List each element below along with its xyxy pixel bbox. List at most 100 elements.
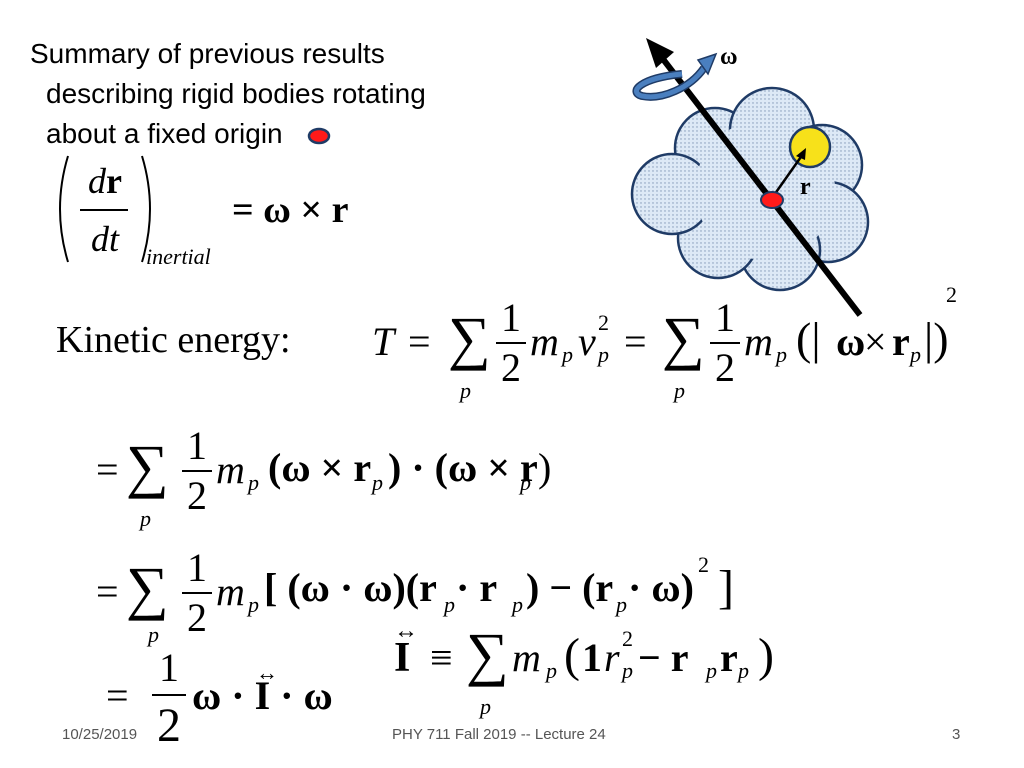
inertia-r-sub: p: [622, 658, 633, 683]
half-2-num: 1: [715, 295, 735, 340]
kinetic-energy-equation: Kinetic energy: T = ∑ p 1 2 m p v 2 p = …: [56, 282, 976, 403]
expansion-line-1: = ∑ p 1 2 m p (ω × r p ) · (ω × r p ): [96, 418, 696, 531]
sum-2: ∑: [662, 305, 705, 371]
sum-2-index: p: [674, 378, 685, 403]
footer-course: PHY 711 Fall 2019 -- Lecture 24: [392, 726, 606, 743]
sum-1: ∑: [448, 305, 491, 371]
inertia-sum-index: p: [480, 694, 491, 719]
inertia-m: m: [512, 635, 541, 680]
line2-half-bar: [182, 470, 212, 472]
footer-date: 10/25/2019: [62, 726, 138, 743]
line3-half-num: 1: [187, 545, 207, 590]
line3-minus: ) − (r: [526, 565, 614, 610]
line2-sub-2: p: [520, 470, 531, 495]
dt-denominator: dt: [90, 219, 119, 259]
line3-open: [ (ω · ω)(r: [264, 565, 437, 610]
line3-mid: · r: [456, 565, 498, 610]
summary-heading: Summary of previous results describing r…: [30, 34, 590, 154]
line2-body: (ω × r: [268, 445, 372, 490]
summary-line-3: about a fixed origin: [30, 114, 590, 154]
d-symbol: d: [88, 161, 106, 201]
inertia-r: r: [604, 635, 620, 680]
line2-dot: ) · (ω × r: [388, 445, 538, 490]
line2-equals: =: [96, 447, 119, 492]
line4-half-num: 1: [159, 645, 179, 690]
line3-close: ]: [718, 561, 734, 614]
r-1-sub: p: [910, 342, 921, 367]
line3-sq: 2: [698, 552, 709, 577]
line4-equals: =: [106, 673, 129, 718]
rotation-arrow-icon: [632, 52, 718, 101]
r-label: r: [800, 174, 811, 200]
omega-1: ω: [836, 319, 866, 364]
line3-sub-2: p: [512, 592, 523, 617]
kinetic-energy-label: Kinetic energy:: [56, 319, 291, 361]
inertia-r1-sub: p: [706, 658, 717, 683]
inertia-m-sub: p: [546, 658, 557, 683]
line2-sum: ∑: [126, 433, 169, 499]
times-1: ×: [864, 319, 887, 364]
line2-sub-1: p: [372, 470, 383, 495]
inertia-tensor-definition: ↔ I ≡ ∑ p m p ( 1 r 2 p − r p r p ): [388, 616, 818, 726]
line2-close: ): [538, 445, 552, 490]
r-vector: r: [106, 161, 122, 201]
v-sub: p: [598, 342, 609, 367]
inertia-sum: ∑: [466, 621, 509, 687]
line3-sum-index: p: [148, 622, 159, 647]
line3-m: m: [216, 569, 245, 614]
line3-equals: =: [96, 569, 119, 614]
half-1-bar: [496, 342, 526, 344]
line2-sum-index: p: [140, 506, 151, 531]
line4-half-bar: [152, 694, 186, 696]
line4-half-den: 2: [157, 699, 181, 752]
sum-1-index: p: [460, 378, 471, 403]
inertia-rr: r: [720, 635, 738, 680]
particle-icon: [788, 125, 832, 169]
m-2: m: [744, 319, 773, 364]
line2-half-num: 1: [187, 423, 207, 468]
line2-half-den: 2: [187, 473, 207, 518]
axis-arrowhead-icon: [646, 38, 674, 68]
line3-sum: ∑: [126, 555, 169, 621]
v-symbol: v: [578, 319, 596, 364]
r-vector-arrow: [770, 153, 805, 199]
half-2-den: 2: [715, 345, 735, 390]
m-2-sub: p: [776, 342, 787, 367]
cloud-body: [630, 86, 870, 292]
inertia-minus: − r: [638, 635, 689, 680]
line3-dotw: · ω): [628, 565, 694, 610]
line4-body: ω · I · ω: [192, 673, 333, 718]
line2-m: m: [216, 447, 245, 492]
omega-label: ω: [720, 44, 738, 70]
origin-dot-icon: [308, 127, 331, 144]
inertia-r2-sub: p: [738, 658, 749, 683]
T-symbol: T: [372, 319, 395, 364]
rotation-axis: [653, 48, 863, 317]
dr-numerator: dr: [80, 160, 130, 202]
line3-sub-1: p: [444, 592, 455, 617]
unit-dyad: 1: [582, 635, 602, 680]
velocity-rhs: = ω × r: [232, 189, 349, 231]
abs-open: (|: [796, 313, 821, 364]
summary-line-3-text: about a fixed origin: [46, 118, 283, 149]
inertia-equiv: ≡: [430, 635, 453, 680]
inertia-close: ): [758, 629, 774, 682]
velocity-parens: [59, 155, 151, 263]
r-1: r: [892, 319, 910, 364]
inertia-sq: 2: [622, 626, 633, 651]
v-sq: 2: [598, 310, 609, 335]
line3-sub-3: p: [616, 592, 627, 617]
equals-2: =: [624, 319, 647, 364]
summary-line-2: describing rigid bodies rotating: [46, 78, 426, 109]
dyadic-arrow-icon: ↔: [394, 618, 418, 644]
footer-page-number: 3: [952, 726, 961, 743]
line2-m-sub: p: [248, 470, 259, 495]
r-arrowhead-icon: [796, 148, 806, 160]
line3-m-sub: p: [248, 592, 259, 617]
half-1-num: 1: [501, 295, 521, 340]
m-1: m: [530, 319, 559, 364]
inertia-open: (: [564, 629, 580, 682]
origin-point-icon: [760, 191, 784, 209]
velocity-equation: dr dt inertial = ω × r: [50, 150, 380, 270]
abs-close: |): [924, 313, 949, 364]
